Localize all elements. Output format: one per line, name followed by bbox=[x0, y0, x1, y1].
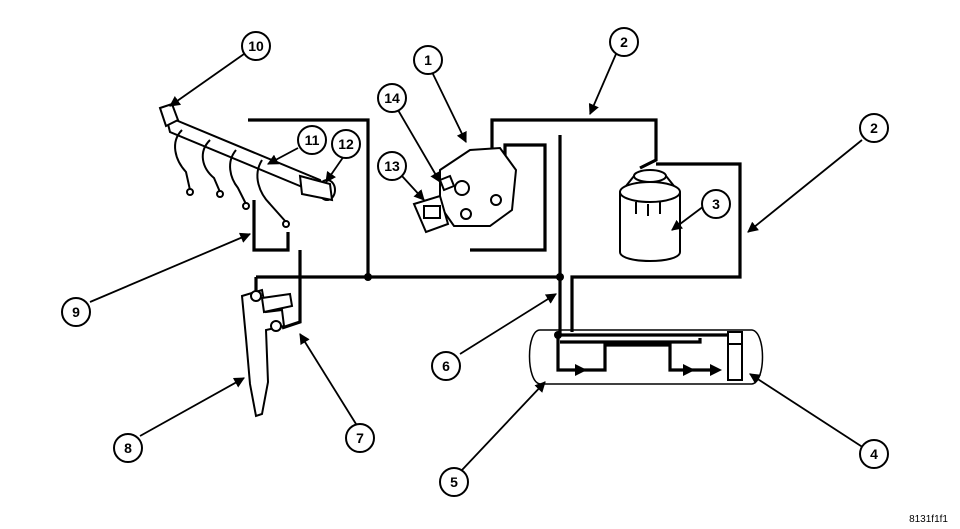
callout-label: 12 bbox=[338, 136, 354, 152]
callout-label: 13 bbox=[384, 158, 400, 174]
junction-dot bbox=[364, 273, 372, 281]
leader-line-6 bbox=[459, 293, 557, 355]
callout-label: 2 bbox=[870, 120, 878, 136]
callout-label: 1 bbox=[424, 52, 432, 68]
callout-label: 11 bbox=[305, 132, 320, 148]
rail-return-drop bbox=[252, 200, 290, 252]
callout-label: 5 bbox=[450, 474, 458, 490]
leader-line-12 bbox=[325, 155, 345, 183]
tank-inner-line-2 bbox=[560, 338, 702, 344]
fuel-tank-module bbox=[727, 331, 743, 381]
callout-11: 11 bbox=[297, 125, 327, 155]
line-junctions bbox=[364, 273, 564, 339]
callout-8: 8 bbox=[113, 433, 143, 463]
callout-12: 12 bbox=[331, 129, 361, 159]
callout-label: 10 bbox=[248, 38, 264, 54]
tank-inner-line-1 bbox=[556, 335, 718, 372]
fuel-injection-pump bbox=[412, 146, 518, 234]
leader-line-3 bbox=[671, 205, 705, 231]
callout-1: 1 bbox=[413, 45, 443, 75]
callout-label: 2 bbox=[620, 34, 628, 50]
callout-label: 3 bbox=[712, 196, 720, 212]
leader-lines bbox=[89, 53, 865, 471]
leader-line-4 bbox=[749, 373, 865, 449]
fuel-injector bbox=[240, 288, 294, 418]
fuel-tank bbox=[528, 329, 764, 385]
callout-label: 8 bbox=[124, 440, 132, 456]
fuel-rail bbox=[158, 102, 336, 228]
figure-code: 8131f1f1 bbox=[909, 514, 948, 525]
callout-6: 6 bbox=[431, 351, 461, 381]
fuel-lines bbox=[248, 118, 742, 372]
leader-line-11 bbox=[267, 147, 299, 165]
leader-line-7 bbox=[299, 333, 357, 425]
callout-label: 4 bbox=[870, 446, 878, 462]
callout-10: 10 bbox=[241, 31, 271, 61]
fuel-filter bbox=[619, 169, 681, 262]
junction-dot bbox=[556, 273, 564, 281]
leader-line-2a bbox=[588, 53, 617, 115]
junction-dot bbox=[554, 331, 562, 339]
callout-label: 14 bbox=[384, 90, 400, 106]
callout-13: 13 bbox=[377, 151, 407, 181]
callout-7: 7 bbox=[345, 423, 375, 453]
leader-line-13 bbox=[401, 175, 425, 201]
callout-label: 9 bbox=[72, 304, 80, 320]
leader-line-8 bbox=[139, 377, 245, 437]
tank-flow-arrows bbox=[575, 364, 722, 376]
leader-line-9 bbox=[89, 232, 251, 303]
flow-arrow-icon bbox=[710, 364, 722, 376]
tank-to-filter-line bbox=[570, 162, 742, 332]
leader-line-10 bbox=[169, 53, 245, 107]
callout-2: 2 bbox=[859, 113, 889, 143]
callout-3: 3 bbox=[701, 189, 731, 219]
flow-arrow-icon bbox=[683, 364, 695, 376]
filter-to-pump-line bbox=[490, 118, 658, 170]
rail-return-line bbox=[248, 118, 370, 277]
leader-line-2b bbox=[747, 139, 863, 233]
injector-leak-line bbox=[281, 250, 302, 330]
leader-line-5 bbox=[461, 381, 546, 471]
callout-4: 4 bbox=[859, 439, 889, 469]
callout-2: 2 bbox=[609, 27, 639, 57]
callout-14: 14 bbox=[377, 83, 407, 113]
flow-arrow-icon bbox=[575, 364, 587, 376]
callout-9: 9 bbox=[61, 297, 91, 327]
callout-5: 5 bbox=[439, 467, 469, 497]
leader-line-1 bbox=[431, 71, 467, 143]
tank-return-line bbox=[558, 277, 735, 337]
leader-line-14 bbox=[397, 109, 441, 183]
callouts: 1 2 2 3 4 5 6 7 bbox=[61, 27, 889, 497]
callout-label: 7 bbox=[356, 430, 364, 446]
callout-label: 6 bbox=[442, 358, 450, 374]
